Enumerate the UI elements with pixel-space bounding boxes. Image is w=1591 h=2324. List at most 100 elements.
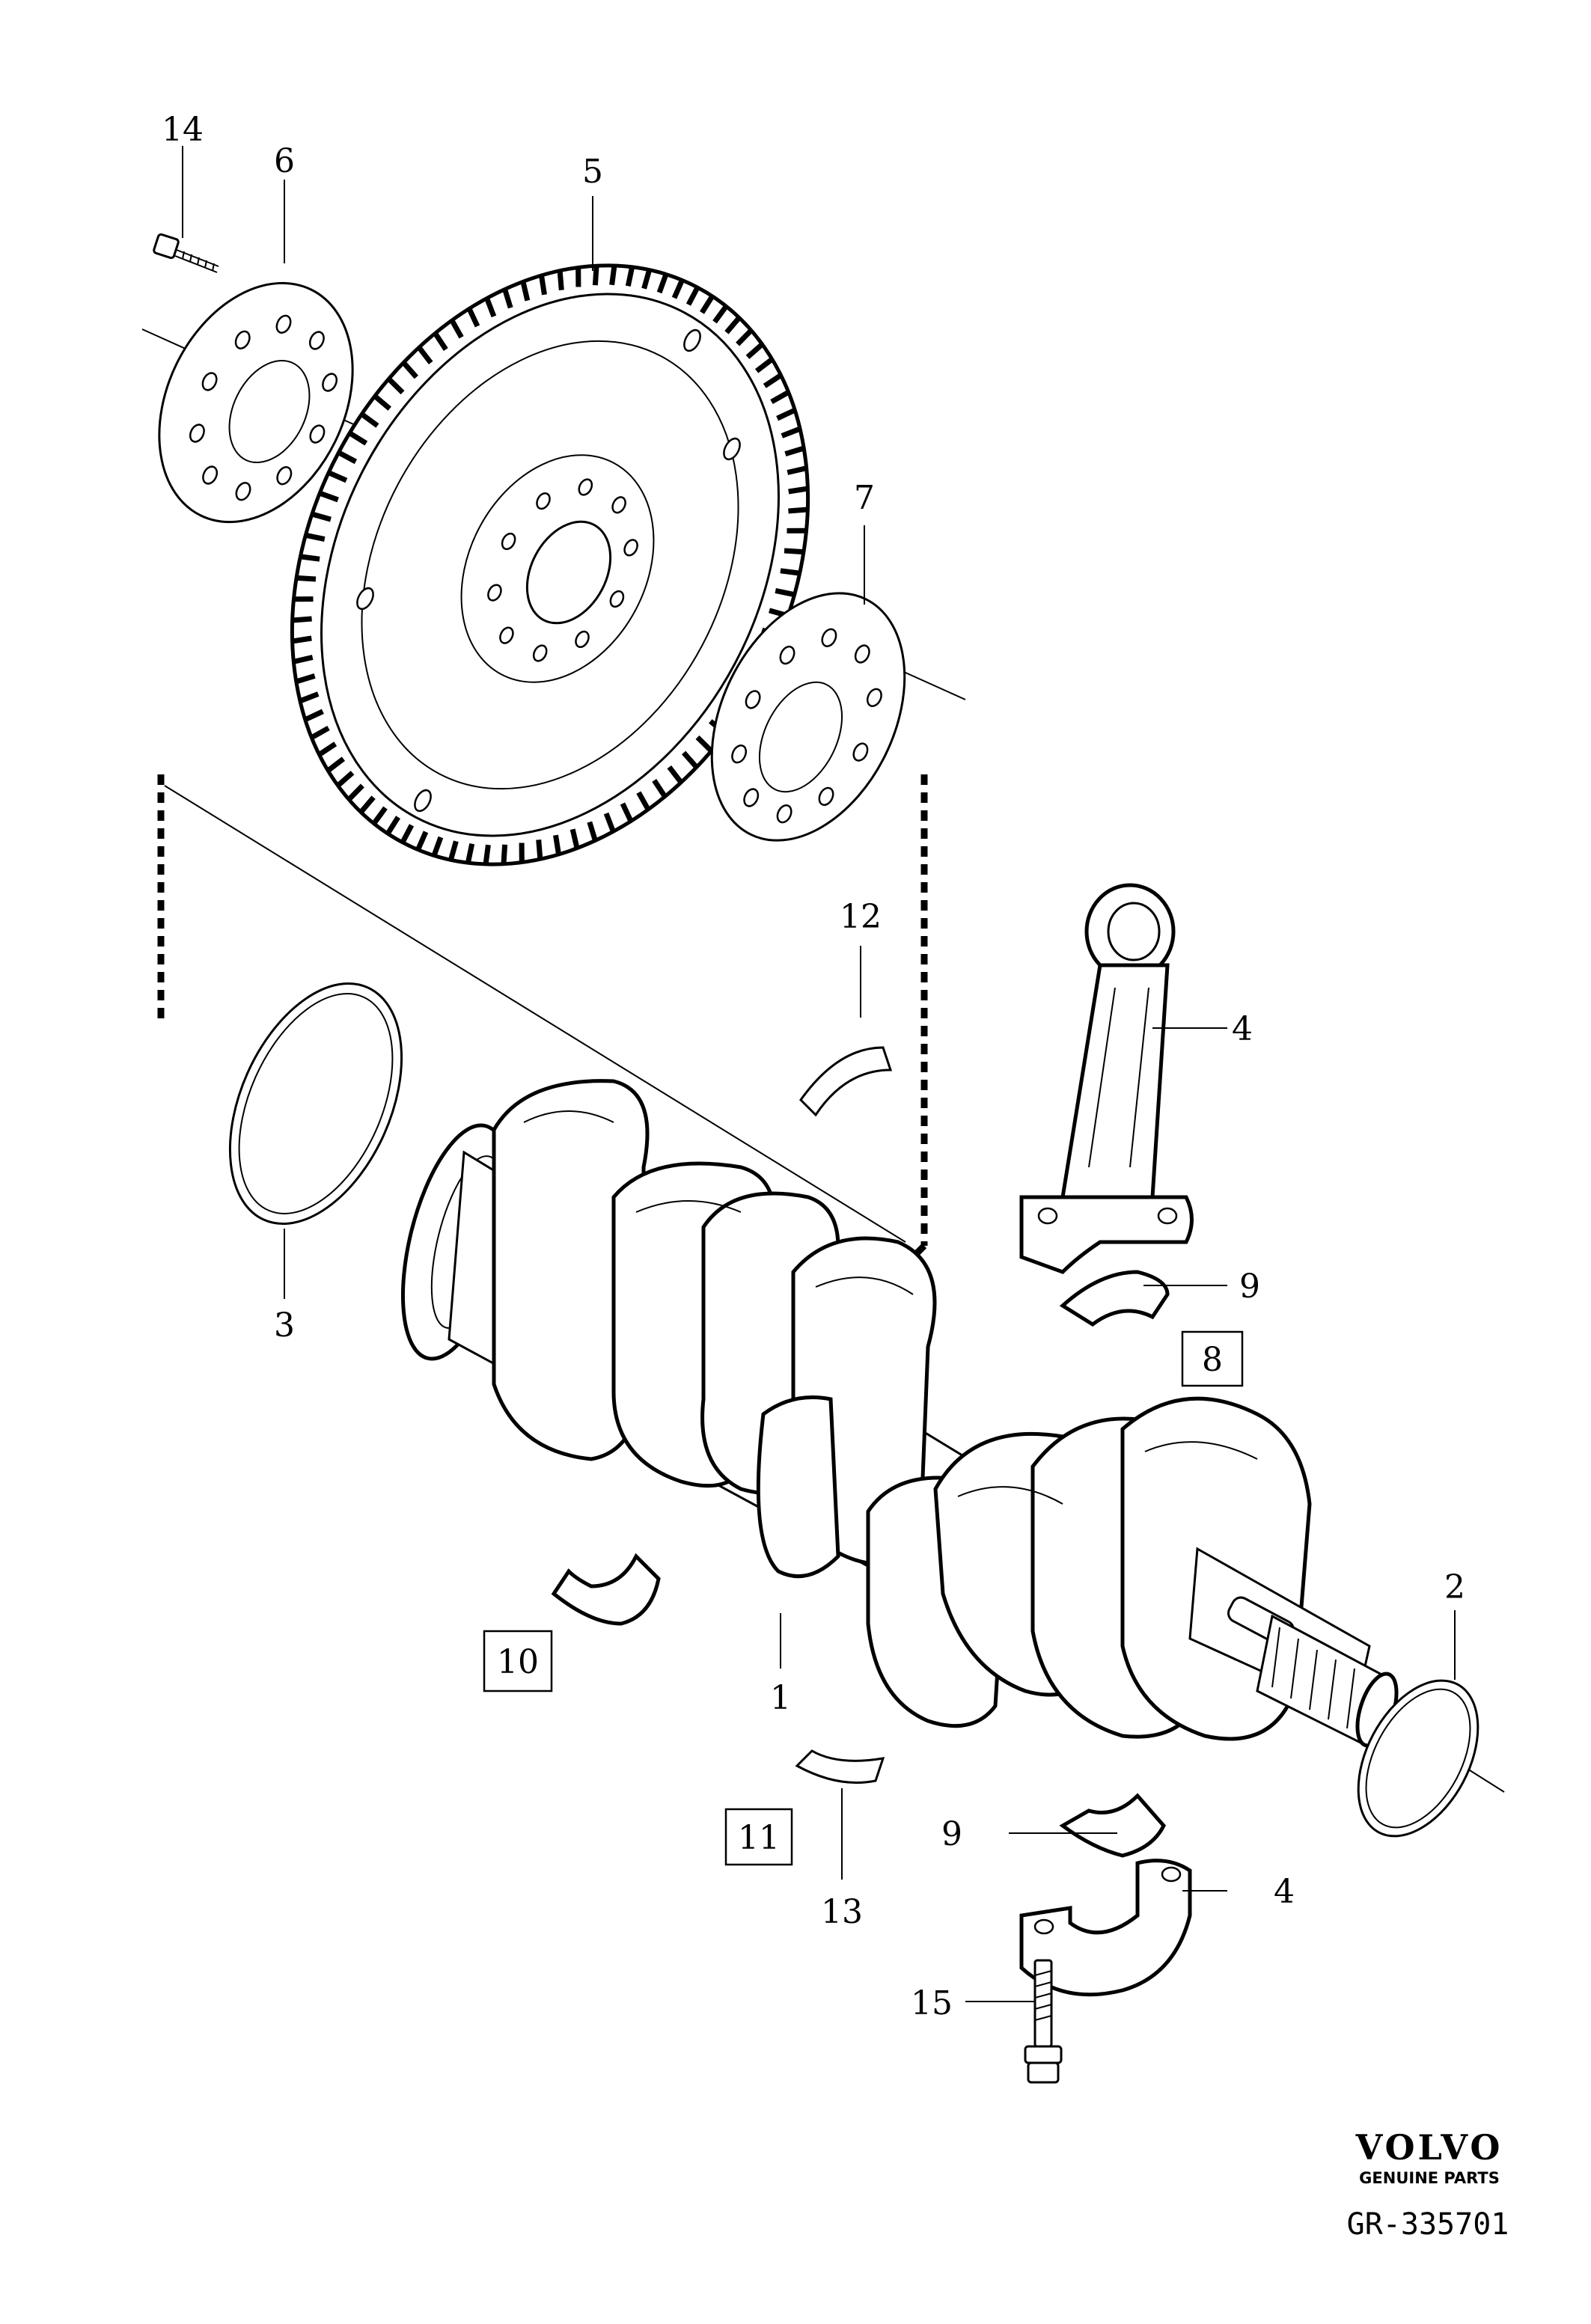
volvo-logo: VOLVO bbox=[1355, 2127, 1503, 2168]
bolt-hole bbox=[743, 788, 760, 807]
gear-tooth bbox=[300, 691, 320, 703]
gear-tooth bbox=[780, 568, 799, 576]
callout-4-rod: 4 bbox=[1232, 1010, 1253, 1048]
gear-tooth bbox=[400, 824, 415, 843]
bolt-15 bbox=[1024, 1959, 1063, 2084]
gear-tooth bbox=[788, 486, 807, 495]
gear-tooth bbox=[557, 272, 564, 290]
bolt-hole bbox=[776, 804, 793, 824]
callout-15: 15 bbox=[911, 1984, 953, 2022]
callout-6: 6 bbox=[274, 142, 295, 180]
spacer-plate-6 bbox=[158, 281, 354, 524]
gear-tooth bbox=[770, 391, 789, 405]
bolt-hole bbox=[745, 690, 761, 709]
gear-tooth bbox=[349, 431, 368, 446]
gear-tooth bbox=[416, 831, 429, 850]
gear-tooth bbox=[781, 426, 800, 438]
gear-tooth bbox=[296, 673, 316, 684]
gear-tooth bbox=[327, 756, 346, 772]
callout-7: 7 bbox=[854, 479, 875, 517]
gear-tooth bbox=[501, 844, 508, 863]
gear-tooth bbox=[374, 395, 391, 411]
seal-ring-3 bbox=[228, 982, 403, 1226]
gear-tooth bbox=[293, 635, 312, 644]
callout-13: 13 bbox=[821, 1893, 863, 1931]
callout-5: 5 bbox=[582, 153, 603, 191]
callout-1: 1 bbox=[770, 1679, 791, 1717]
box-11 bbox=[724, 1808, 793, 1866]
gear-tooth bbox=[592, 267, 599, 286]
gear-tooth bbox=[359, 795, 376, 813]
rod-bearing-shell-9-lower bbox=[1059, 1793, 1166, 1858]
bolt-14 bbox=[153, 233, 219, 273]
bolt-hole bbox=[276, 466, 293, 486]
figure-code: GR-335701 bbox=[1347, 2207, 1509, 2242]
rod-cap-4 bbox=[1019, 1859, 1192, 1997]
gear-tooth bbox=[418, 346, 433, 365]
gear-tooth bbox=[700, 296, 714, 314]
gear-tooth bbox=[787, 465, 806, 475]
gear-tooth bbox=[433, 333, 448, 352]
bolt-hole bbox=[611, 496, 626, 514]
gear-tooth bbox=[448, 840, 459, 860]
gear-tooth bbox=[724, 317, 741, 334]
rod-bearing-shell-9-upper bbox=[1059, 1270, 1170, 1327]
box-8 bbox=[1181, 1330, 1244, 1387]
bolt-hole bbox=[235, 482, 251, 501]
gear-tooth bbox=[539, 276, 547, 296]
callout-11: 11 bbox=[738, 1819, 780, 1857]
bolt-hole bbox=[275, 314, 292, 334]
gear-tooth bbox=[681, 750, 698, 768]
gear-tooth bbox=[667, 765, 682, 783]
gear-tooth bbox=[329, 471, 348, 483]
gear-tooth bbox=[467, 308, 480, 328]
bolt-hole bbox=[818, 786, 834, 807]
callout-9-lower: 9 bbox=[941, 1815, 962, 1853]
callouts: 14 6 5 7 12 4 9 3 1 2 9 4 13 15 8 10 11 bbox=[162, 111, 1465, 2022]
spacer-plate-7 bbox=[710, 592, 906, 842]
gear-tooth bbox=[485, 299, 497, 318]
gear-tooth bbox=[319, 741, 338, 756]
callout-9-upper: 9 bbox=[1239, 1268, 1260, 1306]
bolt-hole bbox=[623, 539, 638, 557]
gear-tooth bbox=[536, 840, 543, 858]
bolt-hole bbox=[322, 373, 338, 392]
thrust-washer-13 bbox=[795, 1749, 885, 1784]
bolt-hole bbox=[487, 584, 502, 602]
callout-4-cap: 4 bbox=[1274, 1873, 1295, 1911]
gear-tooth bbox=[305, 709, 324, 722]
gear-tooth bbox=[776, 408, 795, 421]
gear-tooth bbox=[636, 791, 650, 810]
gear-tooth bbox=[450, 320, 464, 339]
bolt-hole bbox=[308, 331, 325, 350]
bolt-hole bbox=[189, 423, 205, 443]
bolt-hole bbox=[532, 644, 548, 662]
gear-tooth bbox=[569, 828, 580, 848]
callout-2: 2 bbox=[1444, 1568, 1465, 1606]
gear-tooth bbox=[372, 806, 388, 825]
gear-tooth bbox=[620, 802, 633, 822]
gear-tooth bbox=[656, 275, 668, 294]
gear-tooth bbox=[784, 446, 804, 456]
gear-tooth bbox=[685, 287, 700, 306]
bolt-hole bbox=[779, 645, 796, 665]
bolt-hole bbox=[866, 688, 882, 707]
bolt-hole bbox=[578, 478, 593, 496]
bolt-hole bbox=[575, 630, 590, 649]
callout-8: 8 bbox=[1202, 1341, 1223, 1379]
gear-tooth bbox=[788, 507, 807, 514]
bolt-hole bbox=[202, 465, 219, 485]
gear-tooth bbox=[754, 358, 773, 373]
gear-tooth bbox=[348, 783, 364, 801]
gear-tooth bbox=[520, 282, 531, 302]
bolt-hole bbox=[854, 644, 870, 664]
gear-tooth bbox=[745, 343, 763, 359]
bolt-hole bbox=[501, 532, 516, 551]
gear-tooth bbox=[502, 290, 513, 309]
bolt-hole bbox=[821, 628, 837, 647]
callout-14: 14 bbox=[162, 111, 204, 149]
thrust-washer-12 bbox=[799, 1046, 893, 1117]
gear-tooth bbox=[784, 548, 803, 554]
gear-tooth bbox=[293, 616, 312, 623]
